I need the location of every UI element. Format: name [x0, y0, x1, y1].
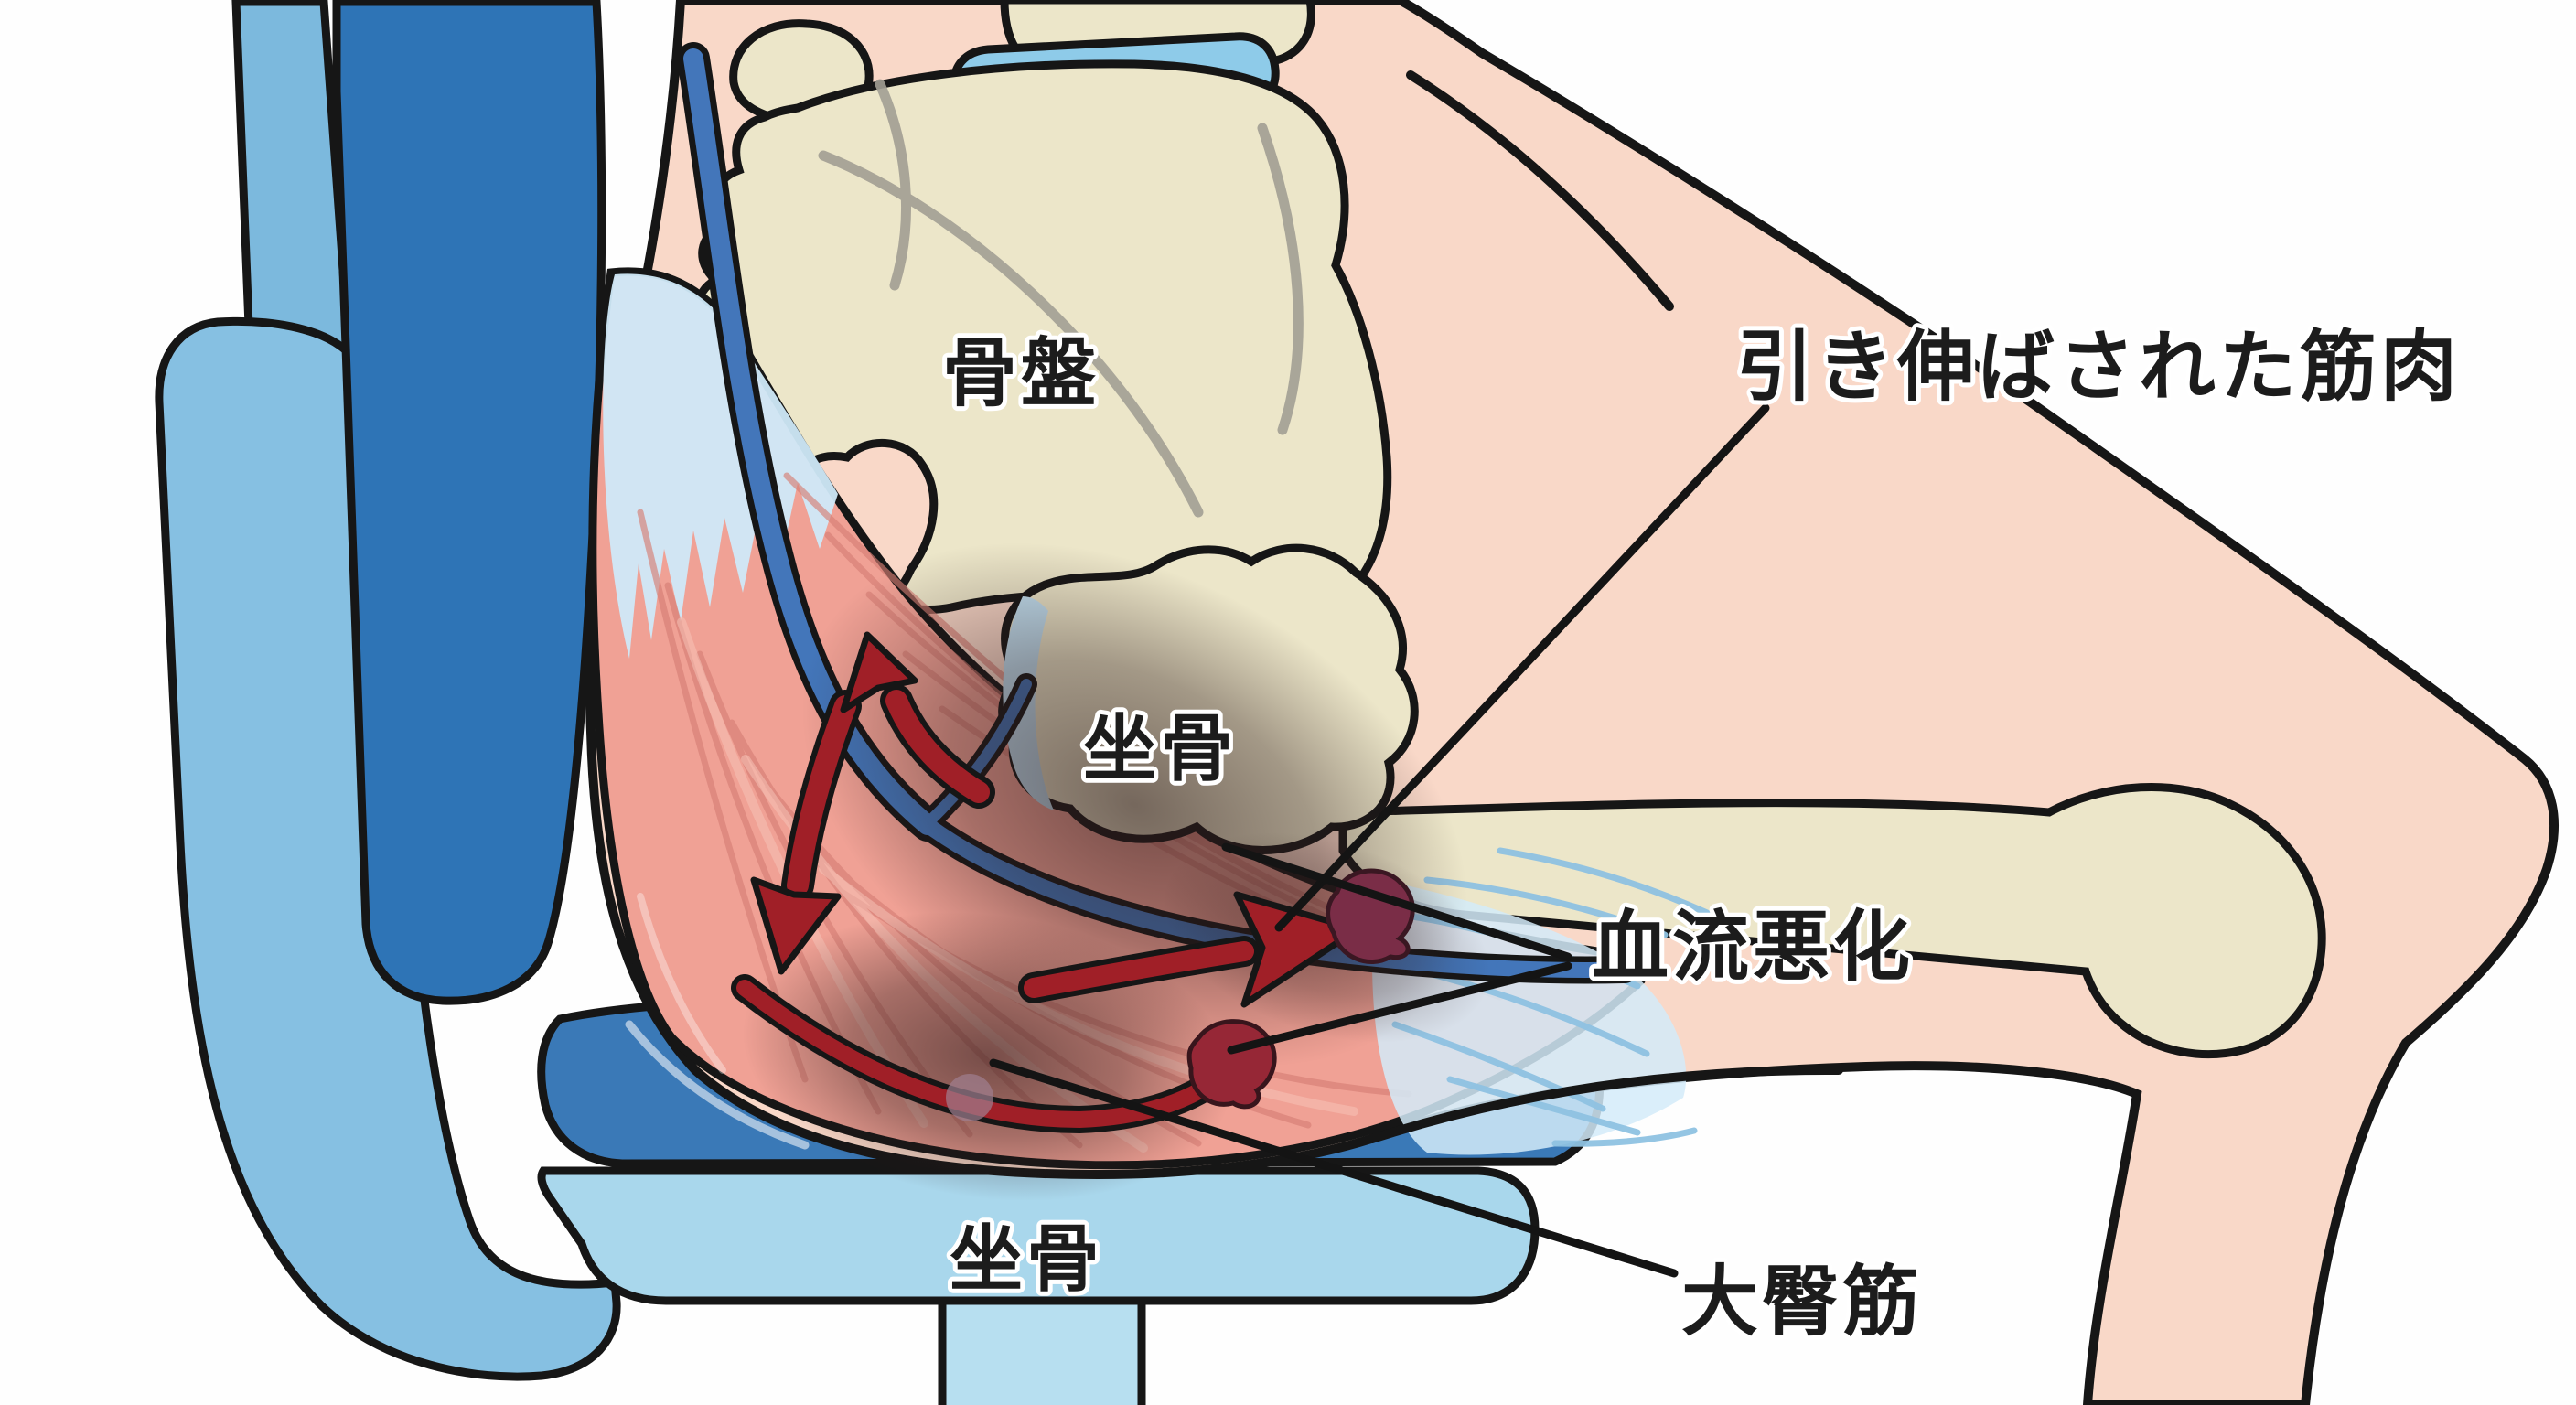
chair-pedestal	[938, 1292, 1146, 1405]
hip-crease	[1406, 70, 1674, 311]
pointer-gluteus	[989, 1058, 1679, 1278]
arrowhead-up	[840, 631, 918, 713]
arrowhead-down	[750, 876, 842, 975]
compression-dot	[946, 1074, 993, 1121]
seat-base	[537, 1166, 1540, 1305]
buttock-crease	[1368, 1065, 1843, 1143]
label-blood-flow: 血流悪化	[1592, 904, 1914, 990]
label-gluteus: 大臀筋	[1681, 1259, 1923, 1345]
pelvis-detail-lines	[818, 79, 1304, 518]
skin-creases	[1368, 70, 1843, 1143]
label-pelvis: 骨盤	[942, 332, 1100, 415]
blood-arrow-group	[731, 631, 1361, 1134]
chair-backrest	[332, 0, 606, 1005]
label-ischium-seat: 坐骨	[950, 1218, 1103, 1300]
pointer-stretched-muscle	[1274, 403, 1770, 932]
chair-group	[155, 0, 1605, 1405]
muscle-highlights	[625, 893, 810, 1150]
label-ischium-bone: 坐骨	[1083, 708, 1237, 789]
pointer-lines	[989, 403, 1770, 1278]
femur-bone	[1338, 783, 2326, 1059]
text-labels: 骨盤 坐骨 引き伸ばされた筋肉 血流悪化 大臀筋 坐骨	[938, 319, 2462, 1349]
pointer-blood-flow-lower	[1227, 961, 1572, 1055]
clot-spot-upper	[1326, 868, 1415, 964]
label-stretched-muscle: 引き伸ばされた筋肉	[1736, 324, 2461, 410]
pointer-blood-flow-upper	[1221, 842, 1572, 961]
